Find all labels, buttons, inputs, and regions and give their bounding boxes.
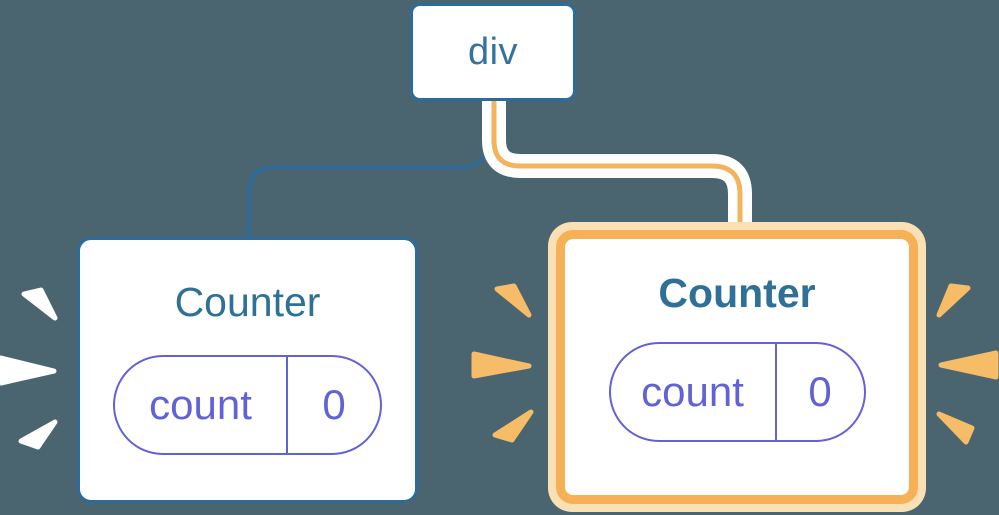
spark-white-bottom-icon — [18, 419, 58, 450]
counter-title: Counter — [174, 279, 321, 325]
state-value-label: 0 — [322, 381, 346, 429]
counter-node-left: Counter count 0 — [77, 237, 418, 503]
state-pill: count 0 — [608, 342, 866, 443]
spark-orange-bottom-right-icon — [936, 411, 975, 445]
spark-orange-bottom-left-icon — [492, 409, 534, 443]
counter-node-right: Counter count 0 — [556, 230, 918, 504]
state-key-label: count — [115, 357, 288, 454]
sparks-right-counter-right — [936, 283, 999, 445]
state-pill: count 0 — [113, 355, 382, 456]
connector-right-casing — [482, 100, 752, 226]
counter-title: Counter — [658, 270, 816, 316]
state-value-label: 0 — [808, 368, 832, 416]
sparks-right-counter-left — [471, 283, 534, 443]
div-node-label: div — [467, 30, 519, 73]
spark-orange-top-left-icon — [494, 283, 532, 318]
spark-white-top-icon — [21, 287, 58, 321]
connector-right-line — [491, 100, 743, 236]
connector-left-line — [247, 101, 489, 240]
div-node: div — [410, 3, 576, 101]
spark-orange-top-right-icon — [936, 283, 971, 318]
spark-orange-middle-right-icon — [938, 350, 999, 380]
spark-white-middle-icon — [0, 355, 57, 386]
spark-orange-middle-left-icon — [471, 351, 532, 379]
state-key-label: count — [611, 344, 777, 441]
highlight-ring: Counter count 0 — [548, 222, 926, 512]
sparks-left-counter — [0, 287, 58, 450]
